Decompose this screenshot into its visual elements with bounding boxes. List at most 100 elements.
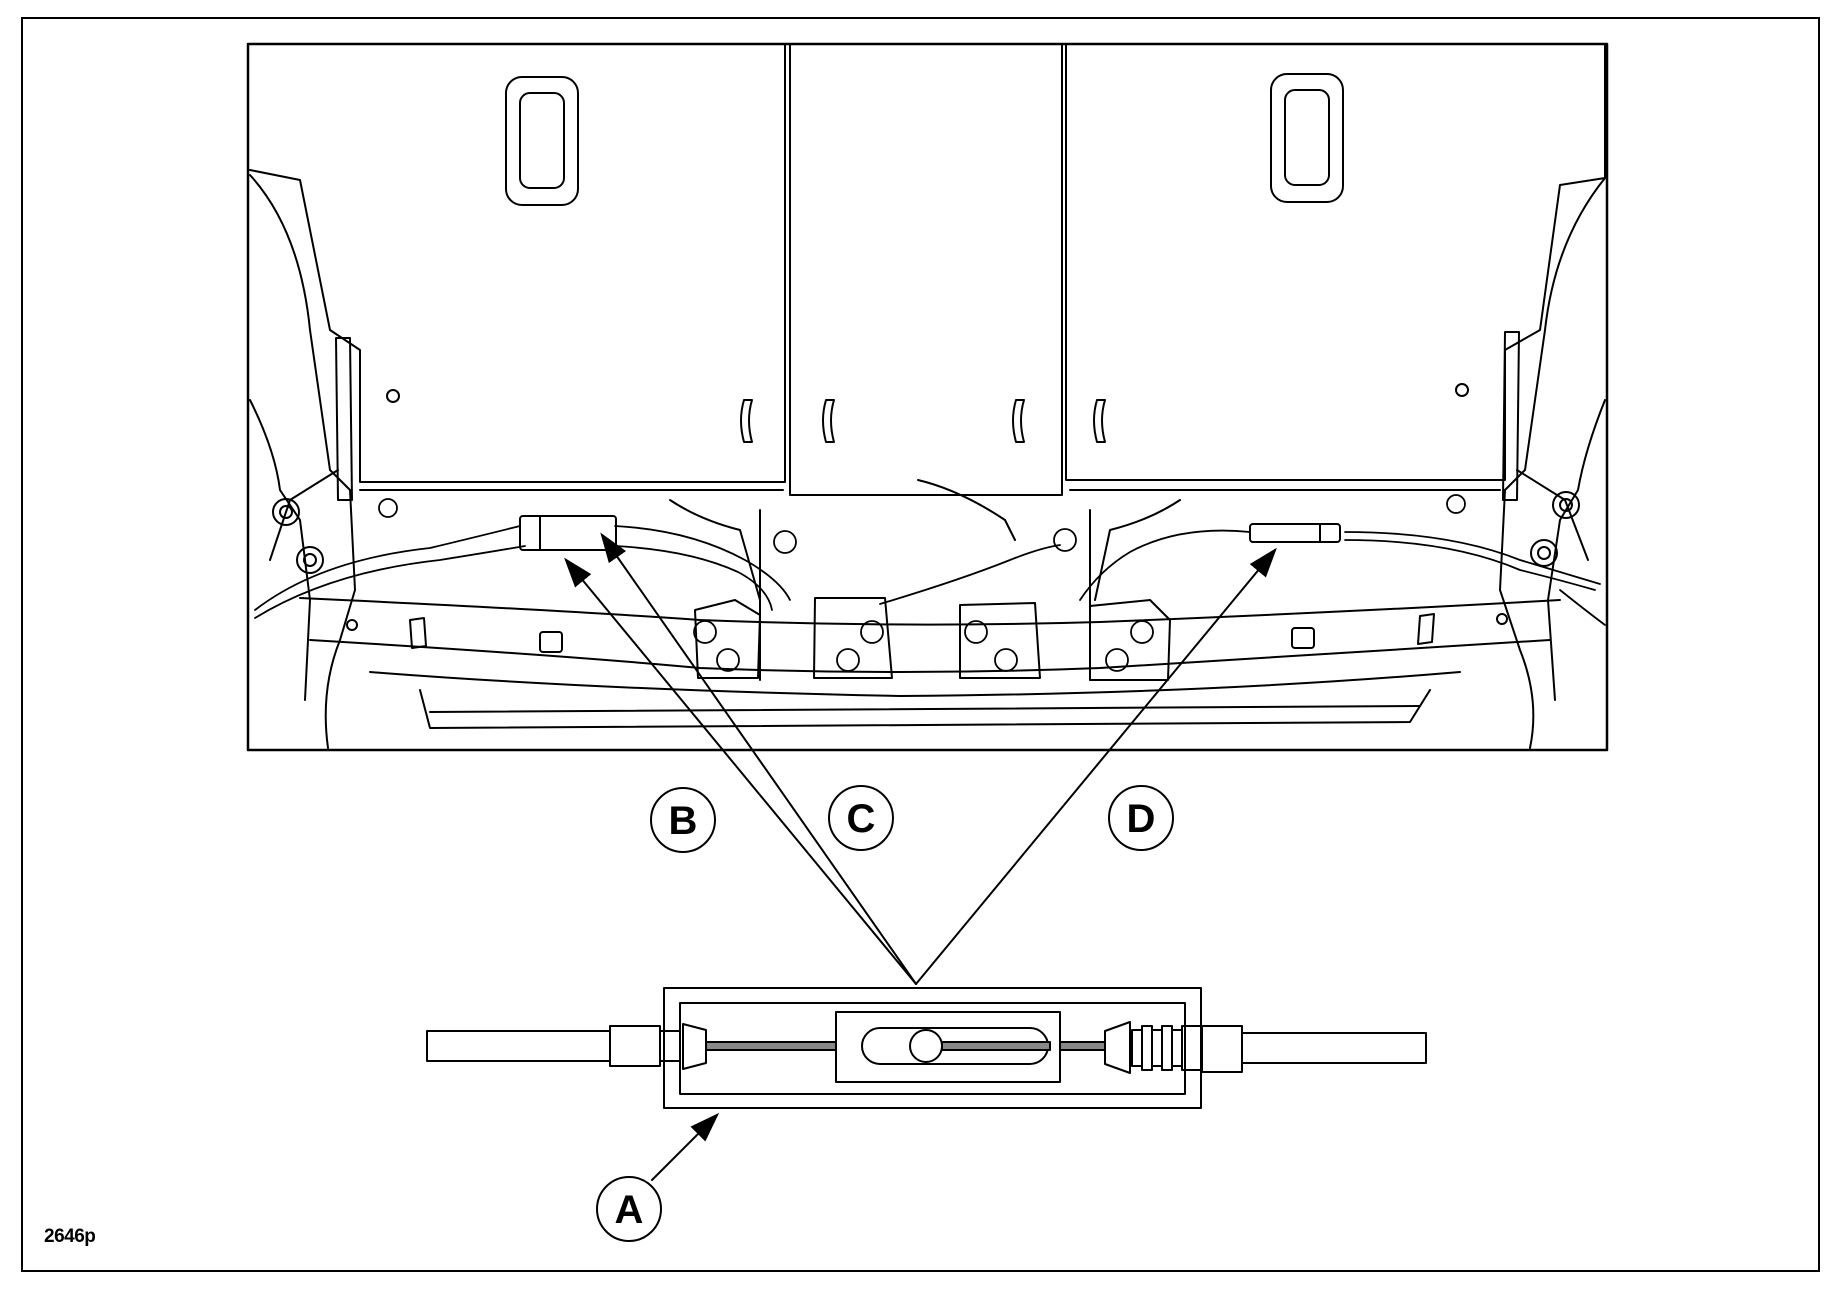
figure-border <box>21 17 1820 1272</box>
latch-brackets <box>378 479 1466 681</box>
bolt <box>836 648 860 672</box>
bolt <box>378 498 398 518</box>
cable-center-lower <box>614 545 773 611</box>
cable-right-lower-2 <box>1344 531 1601 585</box>
leader-to-a <box>651 1112 720 1181</box>
adjuster-nut-4 <box>1161 1025 1173 1071</box>
left-cable-sheath <box>426 1030 611 1062</box>
cable-center-upper <box>614 525 791 601</box>
callout-c-label: C <box>847 797 876 841</box>
detail-inner-frame <box>679 1002 1186 1095</box>
bolt <box>693 620 717 644</box>
right-bracket-2 <box>1516 469 1589 561</box>
leader-to-b <box>564 557 917 985</box>
right-side-inner <box>1547 399 1606 701</box>
left-cable-ferrule <box>609 1025 661 1067</box>
right-side-trim <box>1499 177 1606 749</box>
cable-strand-left <box>705 1041 837 1051</box>
connector-b-housing <box>519 515 617 551</box>
latch-bracket-3 <box>959 602 1041 679</box>
vehicle-underside-view <box>246 42 1609 752</box>
cross-member-bottom <box>309 639 1551 673</box>
connector-d-housing <box>1249 523 1341 543</box>
cable-strand-middle <box>941 1041 1051 1051</box>
right-cable-sheath <box>1241 1032 1427 1064</box>
cable-strand-right <box>1059 1041 1106 1051</box>
center-wire-stub <box>917 479 1016 541</box>
callout-a: A <box>596 1176 662 1242</box>
right-bolt-2-inner <box>1537 546 1551 560</box>
floor-rail-line <box>429 705 1421 713</box>
cable-left-lower <box>254 545 526 619</box>
left-bracket <box>335 337 353 501</box>
cross-member-hole-left <box>346 619 358 631</box>
bolt <box>964 620 988 644</box>
right-bolt-1 <box>1552 491 1580 519</box>
callout-a-circle <box>596 1176 662 1242</box>
handle-recess-left-outer <box>505 76 579 206</box>
cable-right-upper <box>1079 529 1251 601</box>
left-side-trim <box>249 174 356 749</box>
panel-slot-2 <box>822 399 835 443</box>
handle-recess-left-inner <box>519 92 565 189</box>
handle-recess-right-outer <box>1270 73 1344 203</box>
handle-recess-right-inner <box>1284 89 1330 186</box>
latch-bolts <box>378 494 1466 672</box>
right-cone-end <box>1104 1021 1131 1074</box>
callout-d: D <box>1108 785 1174 851</box>
cross-member-top <box>299 597 1561 626</box>
panel-slot-3 <box>1012 399 1025 443</box>
leader-to-c <box>600 532 917 985</box>
floor-rail-top <box>369 671 1461 697</box>
bolt <box>860 620 884 644</box>
latch-bracket-1 <box>694 599 761 679</box>
seat-panel-left <box>249 43 786 483</box>
cable-right-lower <box>1344 539 1596 591</box>
right-bracket <box>1502 331 1520 501</box>
latch-bracket-2 <box>813 597 893 679</box>
view-frame <box>246 42 1609 752</box>
leader-to-d <box>915 547 1277 985</box>
left-side-inner <box>249 399 311 701</box>
callout-d-label: D <box>1127 797 1156 841</box>
right-bolt-2 <box>1530 539 1558 567</box>
bolt <box>994 648 1018 672</box>
callout-a-label: A <box>615 1188 644 1232</box>
bolt <box>1105 648 1129 672</box>
bolt <box>1130 620 1154 644</box>
seat-panels <box>249 43 1606 496</box>
latch-housing-left <box>669 499 761 601</box>
cable-far-right <box>1559 589 1606 626</box>
side-structures <box>249 174 1606 749</box>
cross-member-clip-right <box>1417 613 1435 645</box>
left-bolt-1-inner <box>279 505 293 519</box>
cross-member-square-left <box>539 631 563 653</box>
callout-b-label: B <box>669 799 698 843</box>
cross-member-hole-right <box>1496 613 1508 625</box>
slider-pin <box>909 1029 943 1063</box>
bolt <box>1446 494 1466 514</box>
left-bolt-1 <box>272 498 300 526</box>
cable-connectors <box>519 515 1341 551</box>
callout-d-circle <box>1108 785 1174 851</box>
callout-labels: B C D A <box>596 785 1174 1242</box>
left-bolt-2-inner <box>303 553 317 567</box>
callout-b: B <box>650 787 716 853</box>
bolt <box>716 648 740 672</box>
callout-b-circle <box>650 787 716 853</box>
cable-left-upper <box>254 525 521 611</box>
release-cables <box>254 525 1606 626</box>
panel-slot-1 <box>740 399 753 443</box>
adjuster-nut-3 <box>1151 1029 1163 1067</box>
cross-member-clip-left <box>409 617 427 649</box>
callout-lines <box>564 532 1277 1181</box>
connector-detail <box>426 987 1427 1109</box>
left-bolt-2 <box>296 546 324 574</box>
adjuster-nut-2 <box>1141 1025 1153 1071</box>
cross-member-square-right <box>1291 627 1315 649</box>
right-bolt-1-inner <box>1559 498 1573 512</box>
callout-c-circle <box>828 785 894 851</box>
bolt <box>773 530 797 554</box>
cable-to-center <box>879 544 1061 605</box>
